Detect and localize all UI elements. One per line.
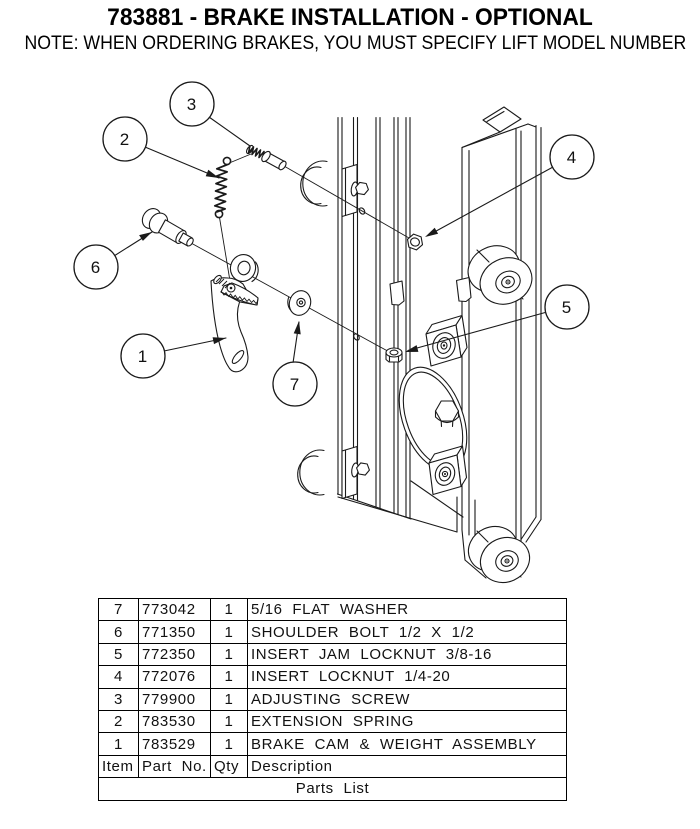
- cell-item: 6: [98, 620, 139, 644]
- cell-qty: 1: [210, 665, 248, 689]
- extension-spring: [215, 157, 231, 217]
- parts-list-caption: Parts List: [98, 777, 567, 801]
- mast-roller-bottom-right: [461, 519, 537, 591]
- balloon-4: 4: [550, 135, 594, 179]
- balloon-3-label: 3: [187, 95, 197, 114]
- cell-part-no: 772076: [138, 665, 211, 689]
- roller-bolt-lower: [357, 463, 370, 475]
- cell-description: SHOULDER BOLT 1/2 X 1/2: [247, 620, 567, 644]
- brake-drum-disc: [386, 358, 479, 480]
- table-caption-row: Parts List: [98, 777, 567, 801]
- balloon-4-label: 4: [567, 148, 577, 167]
- header-qty: Qty: [210, 754, 248, 779]
- page-title: 783881 - BRAKE INSTALLATION - OPTIONAL: [107, 4, 593, 31]
- balloon-1-label: 1: [138, 347, 148, 366]
- cell-item: 4: [98, 665, 139, 689]
- balloon-6: 6: [74, 245, 118, 289]
- balloon-1: 1: [121, 334, 165, 378]
- lever-slot: [230, 349, 245, 365]
- callout-leaders: [114, 117, 553, 363]
- carriage-roller-lower-left: [298, 450, 324, 495]
- cell-qty: 1: [210, 597, 248, 622]
- flat-washer: [286, 288, 314, 318]
- roller-bracket-lower: [429, 446, 467, 495]
- balloon-2-label: 2: [120, 130, 130, 149]
- mast-roller-upper-right: [461, 238, 540, 313]
- cell-item: 1: [98, 732, 139, 756]
- cell-description: 5/16 FLAT WASHER: [247, 597, 567, 622]
- roller-bracket-upper: [426, 316, 467, 367]
- cell-part-no: 772350: [138, 642, 211, 667]
- cell-part-no: 783530: [138, 709, 211, 734]
- shoulder-bolt: [139, 205, 195, 247]
- header-part-no: Part No.: [138, 754, 211, 779]
- channel-hook-tab: [457, 278, 472, 302]
- cell-item: 2: [98, 709, 139, 734]
- balloon-5: 5: [545, 285, 589, 329]
- roller-bolt-upper: [356, 182, 369, 194]
- balloon-5-label: 5: [562, 298, 572, 317]
- rail-hole-upper: [358, 207, 366, 215]
- cell-description: BRAKE CAM & WEIGHT ASSEMBLY: [247, 732, 567, 756]
- header-description: Description: [247, 754, 567, 779]
- brake-installation-diagram: 1 2 3 4 5 6 7: [0, 0, 700, 600]
- cell-item: 7: [98, 597, 139, 622]
- carriage-plate-lower: [342, 447, 369, 499]
- balloon-3: 3: [170, 82, 214, 126]
- spring-anchor-pin: [212, 274, 235, 292]
- cell-item: 5: [98, 642, 139, 667]
- rail-hook-tab: [390, 281, 404, 305]
- cam-teeth: [221, 291, 258, 304]
- carriage-plate-upper: [342, 165, 368, 217]
- cell-qty: 1: [210, 732, 248, 756]
- outer-channel: [457, 107, 542, 578]
- cell-qty: 1: [210, 642, 248, 667]
- cell-item: 3: [98, 687, 139, 711]
- balloon-7: 7: [273, 362, 317, 406]
- adjusting-screw: [245, 144, 287, 171]
- cell-qty: 1: [210, 620, 248, 644]
- cell-part-no: 773042: [138, 597, 211, 622]
- cell-part-no: 783529: [138, 732, 211, 756]
- cell-part-no: 779900: [138, 687, 211, 711]
- insert-jam-locknut-5: [386, 348, 402, 362]
- cell-description: INSERT JAM LOCKNUT 3/8-16: [247, 642, 567, 667]
- brake-cam-lever: [211, 252, 259, 372]
- drum-hex-bolt: [436, 401, 459, 427]
- cell-description: ADJUSTING SCREW: [247, 687, 567, 711]
- cell-description: INSERT LOCKNUT 1/4-20: [247, 665, 567, 689]
- cell-part-no: 771350: [138, 620, 211, 644]
- rail-hole-lower: [353, 333, 361, 341]
- cell-qty: 1: [210, 687, 248, 711]
- header-item: Item: [98, 754, 139, 779]
- carriage-roller-upper-left: [301, 161, 327, 206]
- cell-description: EXTENSION SPRING: [247, 709, 567, 734]
- balloon-2: 2: [103, 117, 147, 161]
- balloon-7-label: 7: [290, 375, 300, 394]
- page-note: NOTE: WHEN ORDERING BRAKES, YOU MUST SPE…: [24, 33, 687, 54]
- cell-qty: 1: [210, 709, 248, 734]
- insert-locknut-4: [408, 234, 423, 250]
- table-header-row: Item Part No. Qty Description: [98, 754, 567, 779]
- lever-boss: [227, 252, 258, 285]
- balloon-6-label: 6: [91, 258, 101, 277]
